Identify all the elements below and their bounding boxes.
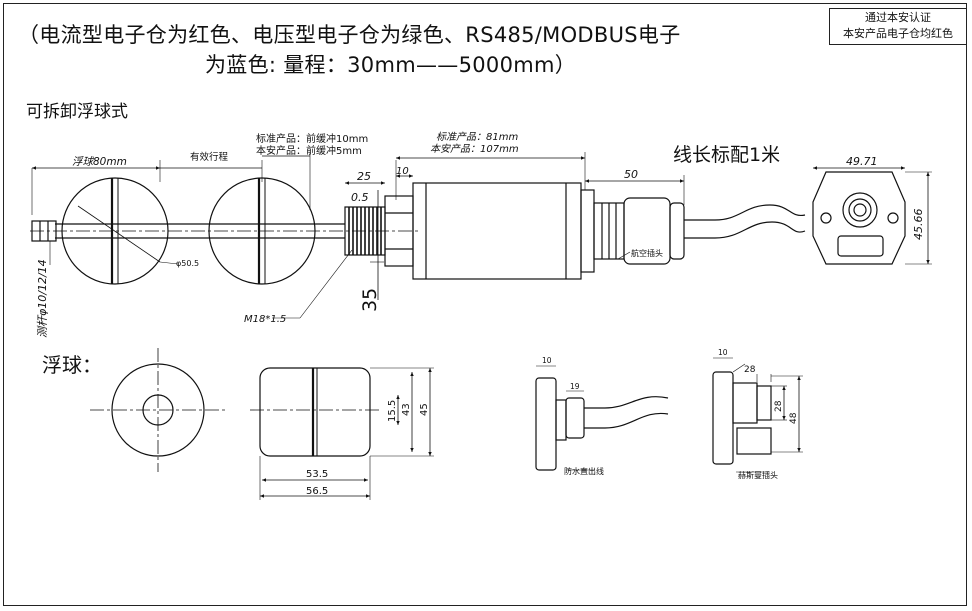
label-float-dia: 浮球80mm (72, 156, 127, 168)
dim-25: 25 (357, 170, 371, 183)
rod-end-cap (31, 220, 57, 242)
mount-hole-left (820, 212, 832, 224)
label-thread: M18*1.5 (244, 314, 286, 325)
dim-din-28-top: 28 (744, 365, 756, 375)
dim-43: 43 (401, 403, 412, 416)
label-safe-length: 本安产品：107mm (430, 143, 519, 155)
float-front-circle (111, 363, 205, 457)
cable (684, 204, 806, 221)
dim-din-28: 28 (774, 400, 784, 412)
title-line-1: （电流型电子仓为红色、电压型电子仓为绿色、RS485/MODBUS电子 (18, 23, 681, 47)
dim-35: 35 (359, 288, 381, 312)
waterproof-housing (535, 377, 557, 471)
section-removable-float: 可拆卸浮球式 (26, 102, 128, 122)
din-plug-body (732, 382, 758, 424)
label-std-length: 标准产品：81mm (436, 131, 518, 143)
cert-line-1: 通过本安认证 (865, 11, 931, 24)
section-float: 浮球： (42, 353, 102, 377)
outlet-cable (584, 396, 669, 409)
dim-10: 10 (396, 166, 409, 177)
dim-15-5: 15.5 (387, 400, 398, 422)
dim-53-5: 53.5 (306, 469, 328, 480)
dim-din-10: 10 (718, 348, 728, 357)
dim-49-71: 49.71 (846, 155, 878, 168)
end-view-housing (812, 171, 906, 265)
mount-hole-right (887, 212, 899, 224)
title-line-2: 为蓝色: 量程：30mm——5000mm） (205, 53, 577, 77)
label-waterproof-outlet: 防水直出线 (564, 466, 604, 476)
dim-45: 45 (419, 403, 430, 416)
dim-0-5: 0.5 (351, 191, 369, 204)
drawing-frame (3, 3, 967, 606)
label-phi: φ50.5 (176, 259, 199, 268)
dim-width-19: 19 (570, 382, 580, 391)
label-effective-stroke: 有效行程 (190, 151, 229, 163)
label-din-plug: 赫斯曼插头 (738, 470, 778, 480)
rear-cap (580, 189, 595, 273)
sensor-body (412, 182, 582, 280)
float-ball-1 (61, 177, 169, 285)
label-std-buffer: 标准产品：前缓冲10mm (256, 132, 368, 145)
end-connector-outer (842, 192, 878, 228)
float-side-view (259, 367, 371, 457)
cable-length-label: 线长标配1米 (673, 144, 781, 166)
certification-box: 通过本安认证 本安产品电子仓均红色 (829, 8, 967, 45)
end-label-plate (837, 235, 884, 257)
din-socket (736, 427, 772, 455)
dim-width-10: 10 (542, 356, 552, 365)
label-rod: 测杆φ10/12/14 (36, 259, 49, 338)
cert-line-2: 本安产品电子仓均红色 (843, 27, 953, 40)
label-aviation-plug: 航空插头 (631, 248, 663, 258)
dim-45-66: 45.66 (912, 209, 925, 241)
label-safe-buffer: 本安产品：前缓冲5mm (256, 144, 362, 157)
dim-din-48: 48 (789, 412, 799, 424)
dim-50: 50 (624, 168, 638, 181)
cable-gland (565, 397, 585, 439)
dim-56-5: 56.5 (306, 486, 328, 497)
din-housing (712, 371, 734, 465)
